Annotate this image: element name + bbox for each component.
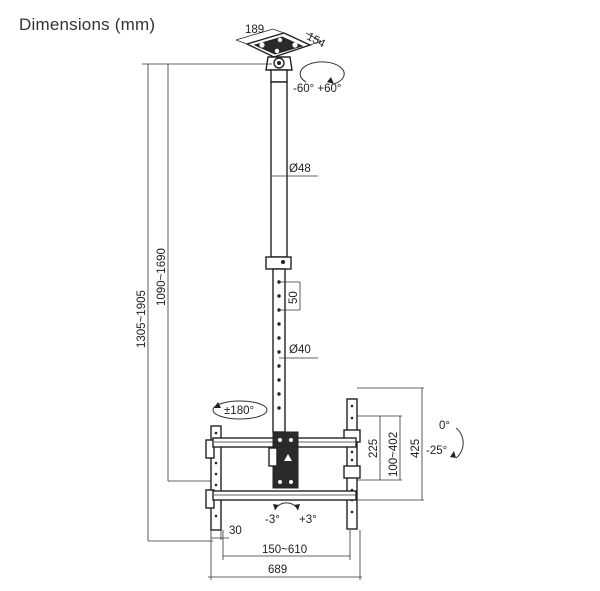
arm-width-label: 30 xyxy=(229,525,242,537)
swivel-range-label: -60° +60° xyxy=(293,83,342,95)
pole-collar xyxy=(265,256,292,270)
level-down-label: -3° xyxy=(265,514,280,526)
diagram-title: Dimensions (mm) xyxy=(19,15,156,34)
pole-holes xyxy=(277,280,281,410)
bracket-width-dimensions xyxy=(208,530,362,580)
pole-height-label: 1090~1690 xyxy=(156,248,168,306)
hole-spacing-label: 50 xyxy=(288,291,300,304)
swivel-arrow-icon xyxy=(299,61,345,85)
bracket-width-label: 689 xyxy=(268,564,287,576)
level-up-label: +3° xyxy=(299,514,317,526)
rotation-arrow-icon xyxy=(212,400,268,420)
bracket-outer-height-label: 425 xyxy=(410,439,422,458)
rotation-label: ±180° xyxy=(224,405,254,417)
level-arrow-icon xyxy=(274,502,299,511)
plate-depth-label: 154 xyxy=(304,31,327,51)
ceiling-plate xyxy=(245,32,312,83)
bracket-inner-height-label: 225 xyxy=(368,439,380,458)
tilt-arrow-icon xyxy=(455,427,464,459)
bracket-width-range-label: 150~610 xyxy=(262,544,307,556)
swivel-arrowhead-icon xyxy=(327,77,334,84)
plate-width-label: 189 xyxy=(245,24,264,36)
total-height-label: 1305~1905 xyxy=(136,290,148,348)
bracket-height-range-label: 100~402 xyxy=(388,432,400,477)
height-dimension-lines xyxy=(142,63,272,542)
hole-spacing-dimension xyxy=(279,281,301,311)
bracket-height-dimensions xyxy=(357,387,424,501)
tilt-down-label: -25° xyxy=(426,445,447,457)
tv-bracket xyxy=(205,398,361,531)
plate-dimension-lines xyxy=(235,28,322,46)
tilt-up-label: 0° xyxy=(439,420,450,432)
upper-pole xyxy=(270,81,288,258)
upper-pole-diameter-label: Ø48 xyxy=(289,163,311,175)
lower-pole-diameter-label: Ø40 xyxy=(289,344,311,356)
